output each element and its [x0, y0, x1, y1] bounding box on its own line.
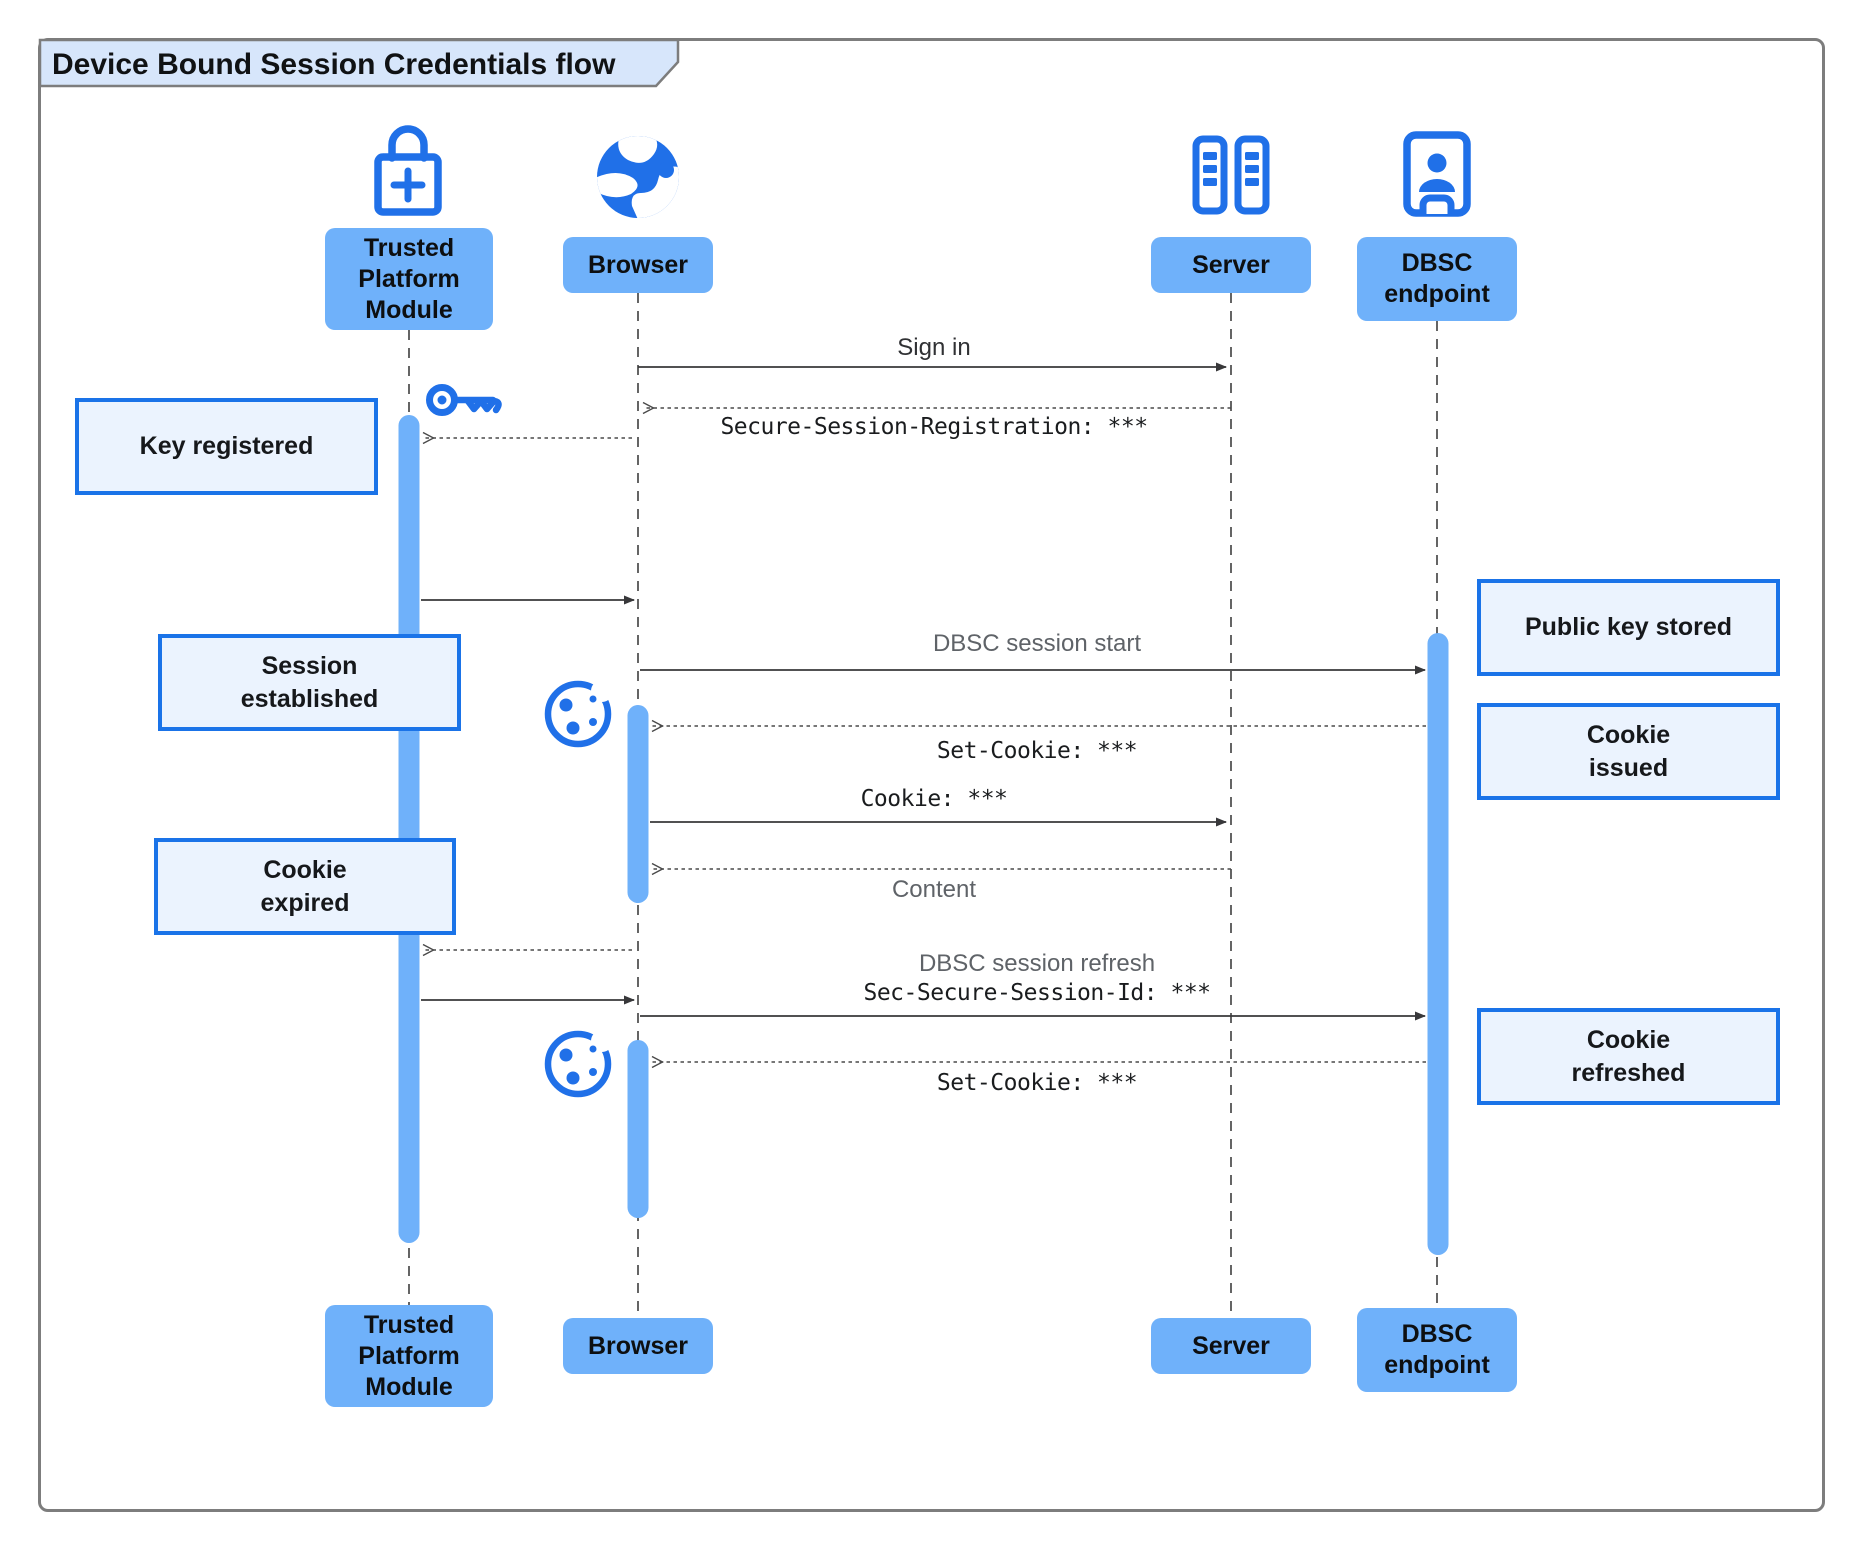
participant-bottom-tpm: Trusted Platform Module — [325, 1305, 493, 1407]
message-label-cookie: Cookie: *** — [860, 786, 1008, 812]
diagram-title: Device Bound Session Credentials flow — [52, 48, 616, 81]
participant-bottom-server: Server — [1151, 1318, 1311, 1374]
message-label-set-cookie-1: Set-Cookie: *** — [936, 738, 1138, 764]
key-icon — [426, 384, 502, 416]
note-line: refreshed — [1571, 1058, 1686, 1087]
diagram-frame — [38, 38, 1825, 1512]
activation-bar-dbsc — [1427, 633, 1449, 1255]
message-label-secure-session-registration: Secure-Session-Registration: *** — [720, 414, 1148, 440]
activation-bar-browser-2 — [627, 1040, 649, 1218]
participant-label-line: Platform — [358, 1341, 460, 1370]
note-key-registered: Key registered — [75, 398, 378, 495]
note-line: expired — [260, 888, 350, 917]
note-cookie-issued: Cookie issued — [1477, 703, 1780, 800]
note-cookie-expired: Cookie expired — [154, 838, 456, 935]
participant-top-server: Server — [1151, 237, 1311, 293]
participant-label-line: Server — [1192, 1331, 1270, 1360]
activation-bar-browser-1 — [627, 705, 649, 903]
title-tab-shape — [38, 38, 680, 88]
participant-top-tpm: Trusted Platform Module — [325, 228, 493, 330]
note-line: Cookie — [1586, 720, 1671, 749]
activation-bar-tpm — [398, 415, 420, 1243]
note-line: Cookie — [1586, 1025, 1671, 1054]
participant-label-line: Browser — [587, 1331, 689, 1360]
cookie-icon — [548, 1030, 613, 1094]
message-label-sec-secure-session-id: Sec-Secure-Session-Id: *** — [863, 980, 1211, 1006]
participant-label-line: endpoint — [1384, 280, 1490, 308]
cookie-icon — [544, 680, 613, 748]
note-line: established — [240, 684, 379, 713]
participant-label-line: Server — [1192, 250, 1270, 279]
participant-label-line: Trusted — [363, 233, 455, 262]
participant-label-line: Platform — [358, 264, 460, 293]
participant-label-line: endpoint — [1384, 1351, 1490, 1379]
server-rack-icon — [1192, 135, 1270, 215]
participant-label-line: Browser — [587, 250, 689, 279]
message-label-content: Content — [891, 876, 977, 903]
note-session-established: Session established — [158, 634, 461, 731]
note-line: Public key stored — [1524, 613, 1733, 641]
participant-label-line: Trusted — [363, 1310, 455, 1339]
globe-icon — [597, 136, 679, 218]
note-line: issued — [1588, 753, 1669, 782]
note-cookie-refreshed: Cookie refreshed — [1477, 1008, 1780, 1105]
participant-label-line: Module — [365, 295, 453, 324]
participant-label-line: DBSC — [1401, 1320, 1473, 1348]
message-label-set-cookie-2: Set-Cookie: *** — [936, 1070, 1138, 1096]
note-line: Session — [261, 651, 358, 680]
message-label-dbsc-session-start: DBSC session start — [932, 630, 1142, 657]
note-line: Key registered — [139, 432, 314, 460]
participant-top-dbsc: DBSC endpoint — [1357, 237, 1517, 321]
note-line: Cookie — [263, 855, 347, 884]
participant-top-browser: Browser — [563, 237, 713, 293]
message-label-sign-in: Sign in — [897, 334, 971, 361]
participant-label-line: DBSC — [1401, 249, 1473, 277]
message-label-dbsc-session-refresh: DBSC session refresh — [918, 950, 1156, 977]
note-public-key-stored: Public key stored — [1477, 579, 1780, 676]
participant-bottom-dbsc: DBSC endpoint — [1357, 1308, 1517, 1392]
lock-plus-icon — [374, 125, 442, 216]
participant-label-line: Module — [365, 1372, 453, 1401]
participant-bottom-browser: Browser — [563, 1318, 713, 1374]
id-badge-icon — [1403, 131, 1471, 217]
